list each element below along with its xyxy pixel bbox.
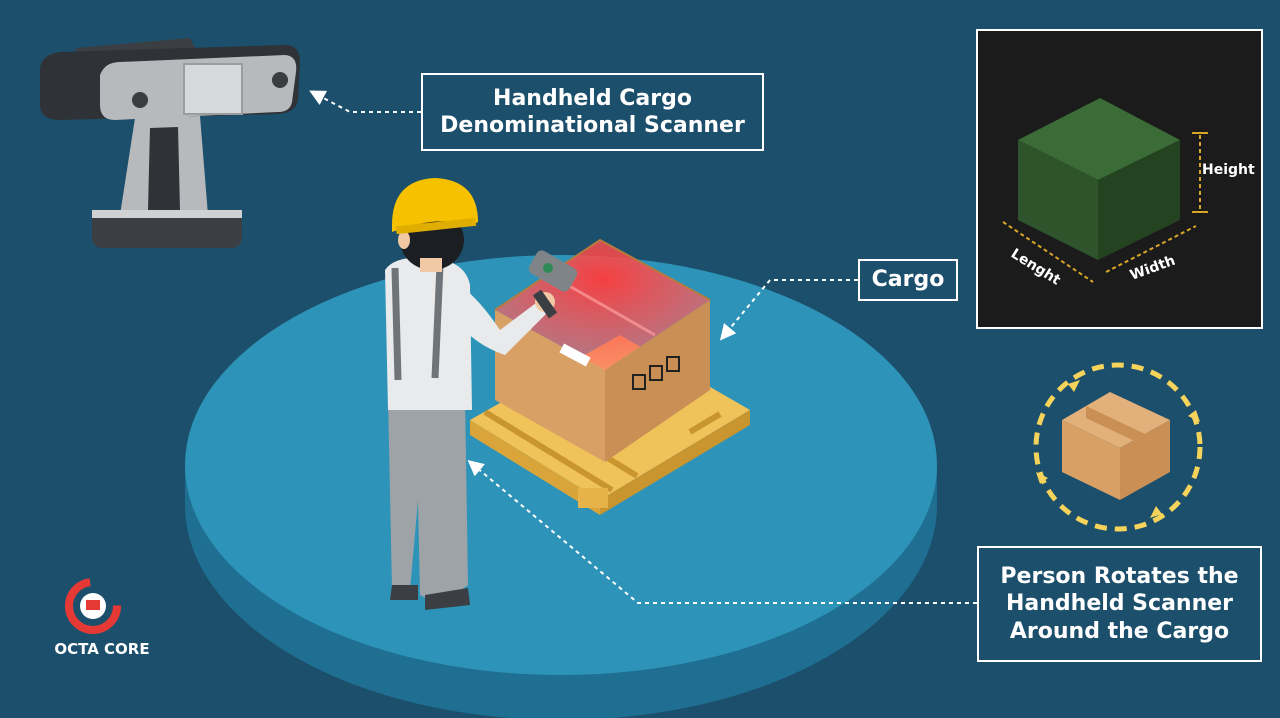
scanner-callout: Handheld Cargo Denominational Scanner	[421, 73, 764, 151]
fragile-symbols-icon	[632, 356, 680, 390]
handheld-scanner-device	[40, 38, 300, 248]
connector-arrows	[309, 90, 977, 604]
dimension-panel: Height Lenght Width	[976, 29, 1263, 329]
person-callout: Person Rotates the Handheld Scanner Arou…	[977, 546, 1262, 662]
scanner-arrow	[309, 90, 421, 113]
octa-core-logo-icon	[65, 578, 121, 634]
scanner-callout-line2: Denominational Scanner	[440, 113, 745, 138]
logo-text: OCTA CORE	[54, 640, 150, 658]
rotation-illustration	[1033, 362, 1203, 532]
person-arrow	[467, 459, 977, 604]
rotation-arrow-icon	[1036, 380, 1200, 518]
height-dimension-line	[1192, 132, 1208, 213]
small-cargo-box	[1062, 392, 1170, 500]
scanner-callout-line1: Handheld Cargo	[493, 85, 692, 111]
cargo-arrow	[719, 279, 858, 341]
cargo-callout: Cargo	[858, 259, 958, 301]
worker-figure	[385, 178, 578, 610]
dimension-box	[1018, 98, 1180, 260]
person-callout-line2: Handheld Scanner	[1005, 591, 1234, 617]
person-callout-line1: Person Rotates the	[1000, 563, 1239, 589]
cargo-box	[494, 238, 711, 462]
height-label: Height	[1202, 162, 1255, 178]
width-dimension-line	[1105, 225, 1197, 273]
scanner-in-hand-icon	[528, 250, 578, 319]
person-callout-line3: Around the Cargo	[1009, 618, 1230, 644]
cargo-callout-text: Cargo	[871, 267, 945, 293]
